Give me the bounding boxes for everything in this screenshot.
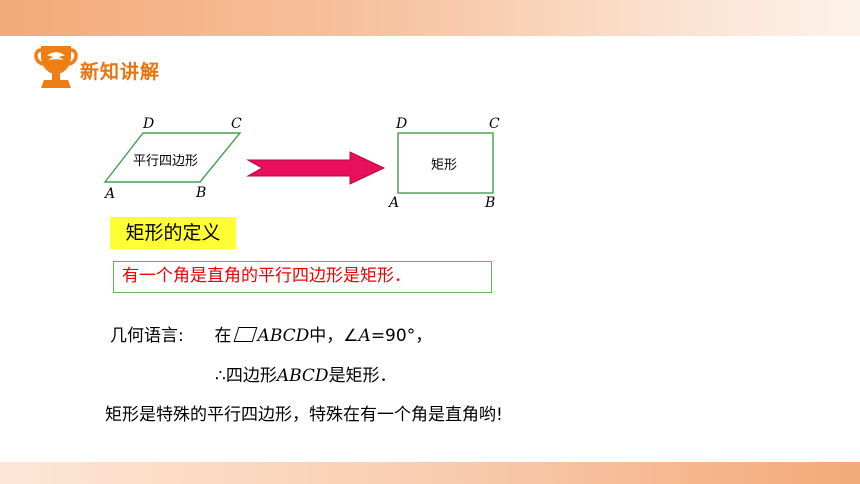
trophy-icon <box>34 46 78 88</box>
rectangle-point-b: B <box>485 195 496 211</box>
parallelogram-point-c: C <box>231 116 242 132</box>
line1-value: =90°， <box>370 326 433 346</box>
therefore-symbol: ∴ <box>215 366 226 386</box>
section-title: 新知讲解 <box>80 61 161 83</box>
line1-name: ABCD <box>257 326 310 346</box>
parallelogram-point-a: A <box>105 186 116 202</box>
line2-prefix: 四边形 <box>225 366 277 386</box>
parallelogram-label: 平行四边形 <box>133 154 199 169</box>
parallelogram-point-b: B <box>196 185 207 201</box>
bottom-decor-bar <box>0 462 860 484</box>
rectangle-point-a: A <box>389 195 400 211</box>
line2-suffix: 是矩形． <box>328 366 397 386</box>
rectangle-point-c: C <box>489 116 500 132</box>
rectangle-point-d: D <box>396 116 408 132</box>
line1-prefix: 在 <box>214 326 232 346</box>
line1-mid: 中，∠ <box>309 326 359 346</box>
definition-box: 有一个角是直角的平行四边形是矩形． <box>113 261 492 293</box>
definition-text: 有一个角是直角的平行四边形是矩形． <box>122 266 411 286</box>
line1-angle: A <box>358 326 371 346</box>
geometry-language-line2: ∴四边形ABCD是矩形． <box>215 361 397 386</box>
rectangle-label: 矩形 <box>431 158 458 173</box>
definition-title: 矩形的定义 <box>110 217 236 249</box>
parallelogram-symbol-icon <box>233 327 257 342</box>
parallelogram-shape <box>103 132 242 183</box>
rectangle-shape <box>397 132 494 194</box>
top-decor-bar <box>0 0 860 36</box>
geometry-language-label: 几何语言: <box>110 326 184 346</box>
geometry-language-line1: 几何语言: 在 ABCD中，∠A=90°， <box>110 321 432 346</box>
summary-text: 矩形是特殊的平行四边形，特殊在有一个角是直角哟! <box>105 405 503 425</box>
parallelogram-point-d: D <box>143 116 155 132</box>
line2-name: ABCD <box>276 366 329 386</box>
arrow-right-icon <box>246 151 386 185</box>
